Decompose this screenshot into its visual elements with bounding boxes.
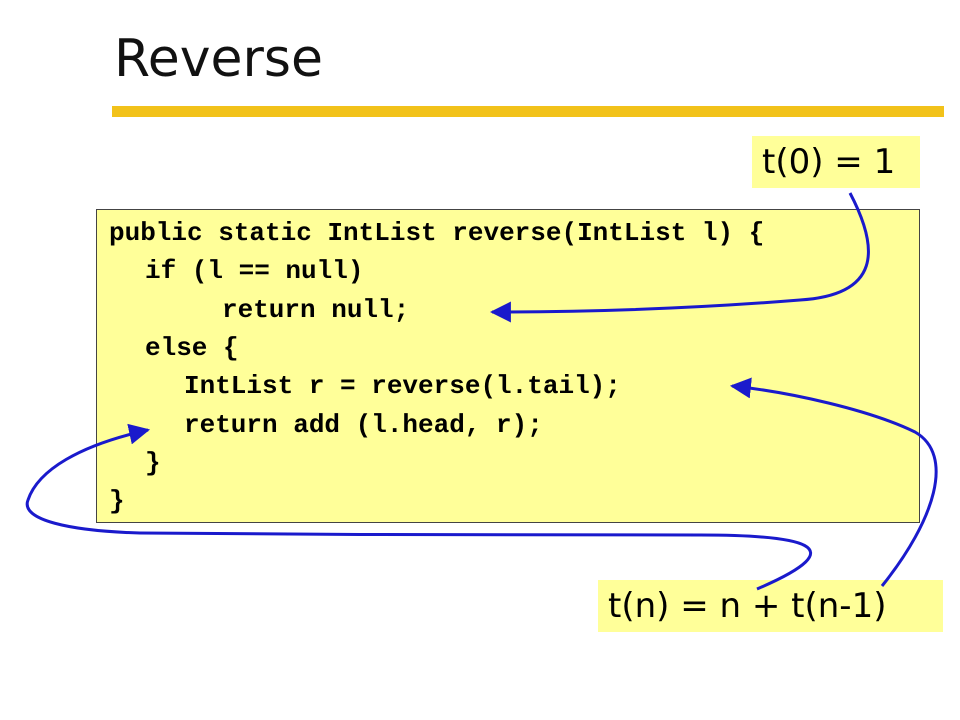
- code-line-close-method: }: [109, 486, 125, 516]
- code-line-signature: public static IntList reverse(IntList l)…: [109, 218, 765, 248]
- code-line-else: else {: [145, 333, 239, 363]
- title-underline: [112, 106, 944, 117]
- base-case-formula: t(0) = 1: [752, 136, 920, 188]
- code-line-return-add: return add (l.head, r);: [184, 410, 543, 440]
- code-line-recursive-call: IntList r = reverse(l.tail);: [184, 371, 621, 401]
- code-line-if: if (l == null): [145, 256, 364, 286]
- code-block: public static IntList reverse(IntList l)…: [96, 209, 920, 523]
- code-line-return-null: return null;: [222, 295, 410, 325]
- recurrence-formula: t(n) = n + t(n-1): [598, 580, 943, 632]
- code-line-close-else: }: [145, 448, 161, 478]
- slide-title: Reverse: [114, 29, 324, 89]
